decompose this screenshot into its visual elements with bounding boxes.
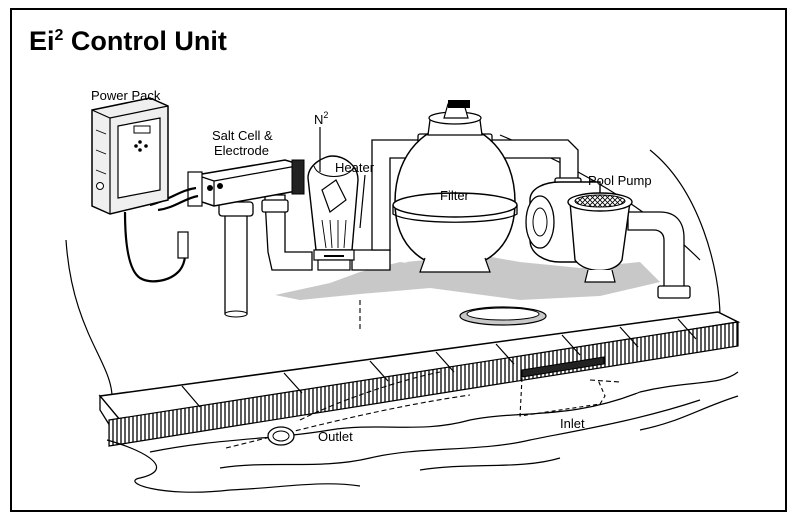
- label-inlet: Inlet: [560, 416, 585, 431]
- vertical-pipe: [218, 201, 254, 318]
- label-filter: Filter: [440, 188, 470, 203]
- skimmer-lid: [459, 306, 547, 326]
- label-outlet: Outlet: [318, 429, 353, 444]
- title: Ei2 Control Unit: [29, 26, 227, 56]
- pool-pump: [525, 181, 633, 283]
- heater-unit: [307, 155, 359, 271]
- label-n2: N2: [314, 110, 328, 127]
- pool-coping: [98, 311, 741, 447]
- label-heater: Heater: [335, 160, 375, 175]
- label-electrode: Electrode: [214, 143, 269, 158]
- cable-boot: [177, 231, 189, 259]
- label-pool-pump: Pool Pump: [588, 173, 652, 188]
- filter-tank: [392, 100, 518, 273]
- salt-cell: [187, 159, 305, 207]
- inlet-fitting: [519, 356, 606, 417]
- label-salt-cell: Salt Cell &: [212, 128, 273, 143]
- outlet-drain: [267, 426, 295, 446]
- power-pack-box: [91, 97, 169, 215]
- leader-lines: [319, 127, 366, 229]
- label-power-pack: Power Pack: [91, 88, 161, 103]
